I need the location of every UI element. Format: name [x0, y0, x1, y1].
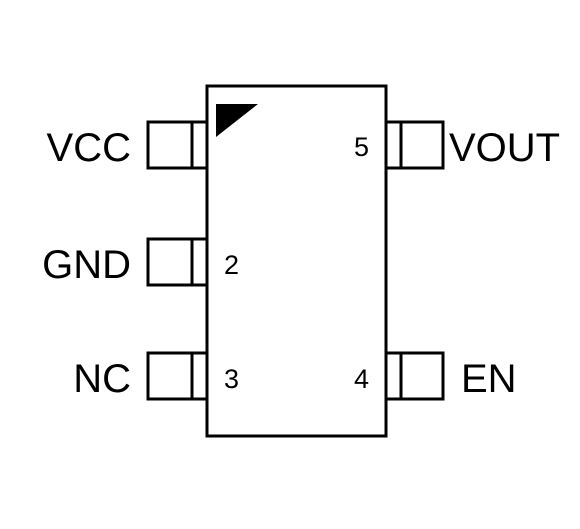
pin-2-number: 2 [224, 250, 239, 280]
pin-5-number: 5 [354, 132, 369, 162]
pin-5-pad [399, 120, 445, 170]
pin-1: VCC [47, 120, 209, 170]
pin-3-name: NC [73, 357, 131, 401]
pin-4-lead [384, 351, 403, 401]
pin-3-number: 3 [224, 364, 239, 394]
pin-4-name: EN [461, 357, 517, 401]
pin-2-name: GND [42, 243, 131, 287]
pin-3-pad [146, 351, 194, 401]
pin-2-lead [190, 237, 209, 287]
pin-2: GND 2 [42, 237, 239, 287]
pin-1-pad [146, 120, 194, 170]
pin-2-pad [146, 237, 194, 287]
pin-5-lead [384, 120, 403, 170]
pin1-marker-triangle [216, 104, 258, 137]
pin-5-name: VOUT [449, 126, 560, 170]
pin-3: NC 3 [73, 351, 239, 401]
pin-1-lead [190, 120, 209, 170]
pin-1-name: VCC [47, 126, 131, 170]
pin-4: EN 4 [354, 351, 517, 401]
pin-3-lead [190, 351, 209, 401]
pin-4-number: 4 [354, 364, 369, 394]
pin-5: VOUT 5 [354, 120, 560, 170]
pin-4-pad [399, 351, 445, 401]
